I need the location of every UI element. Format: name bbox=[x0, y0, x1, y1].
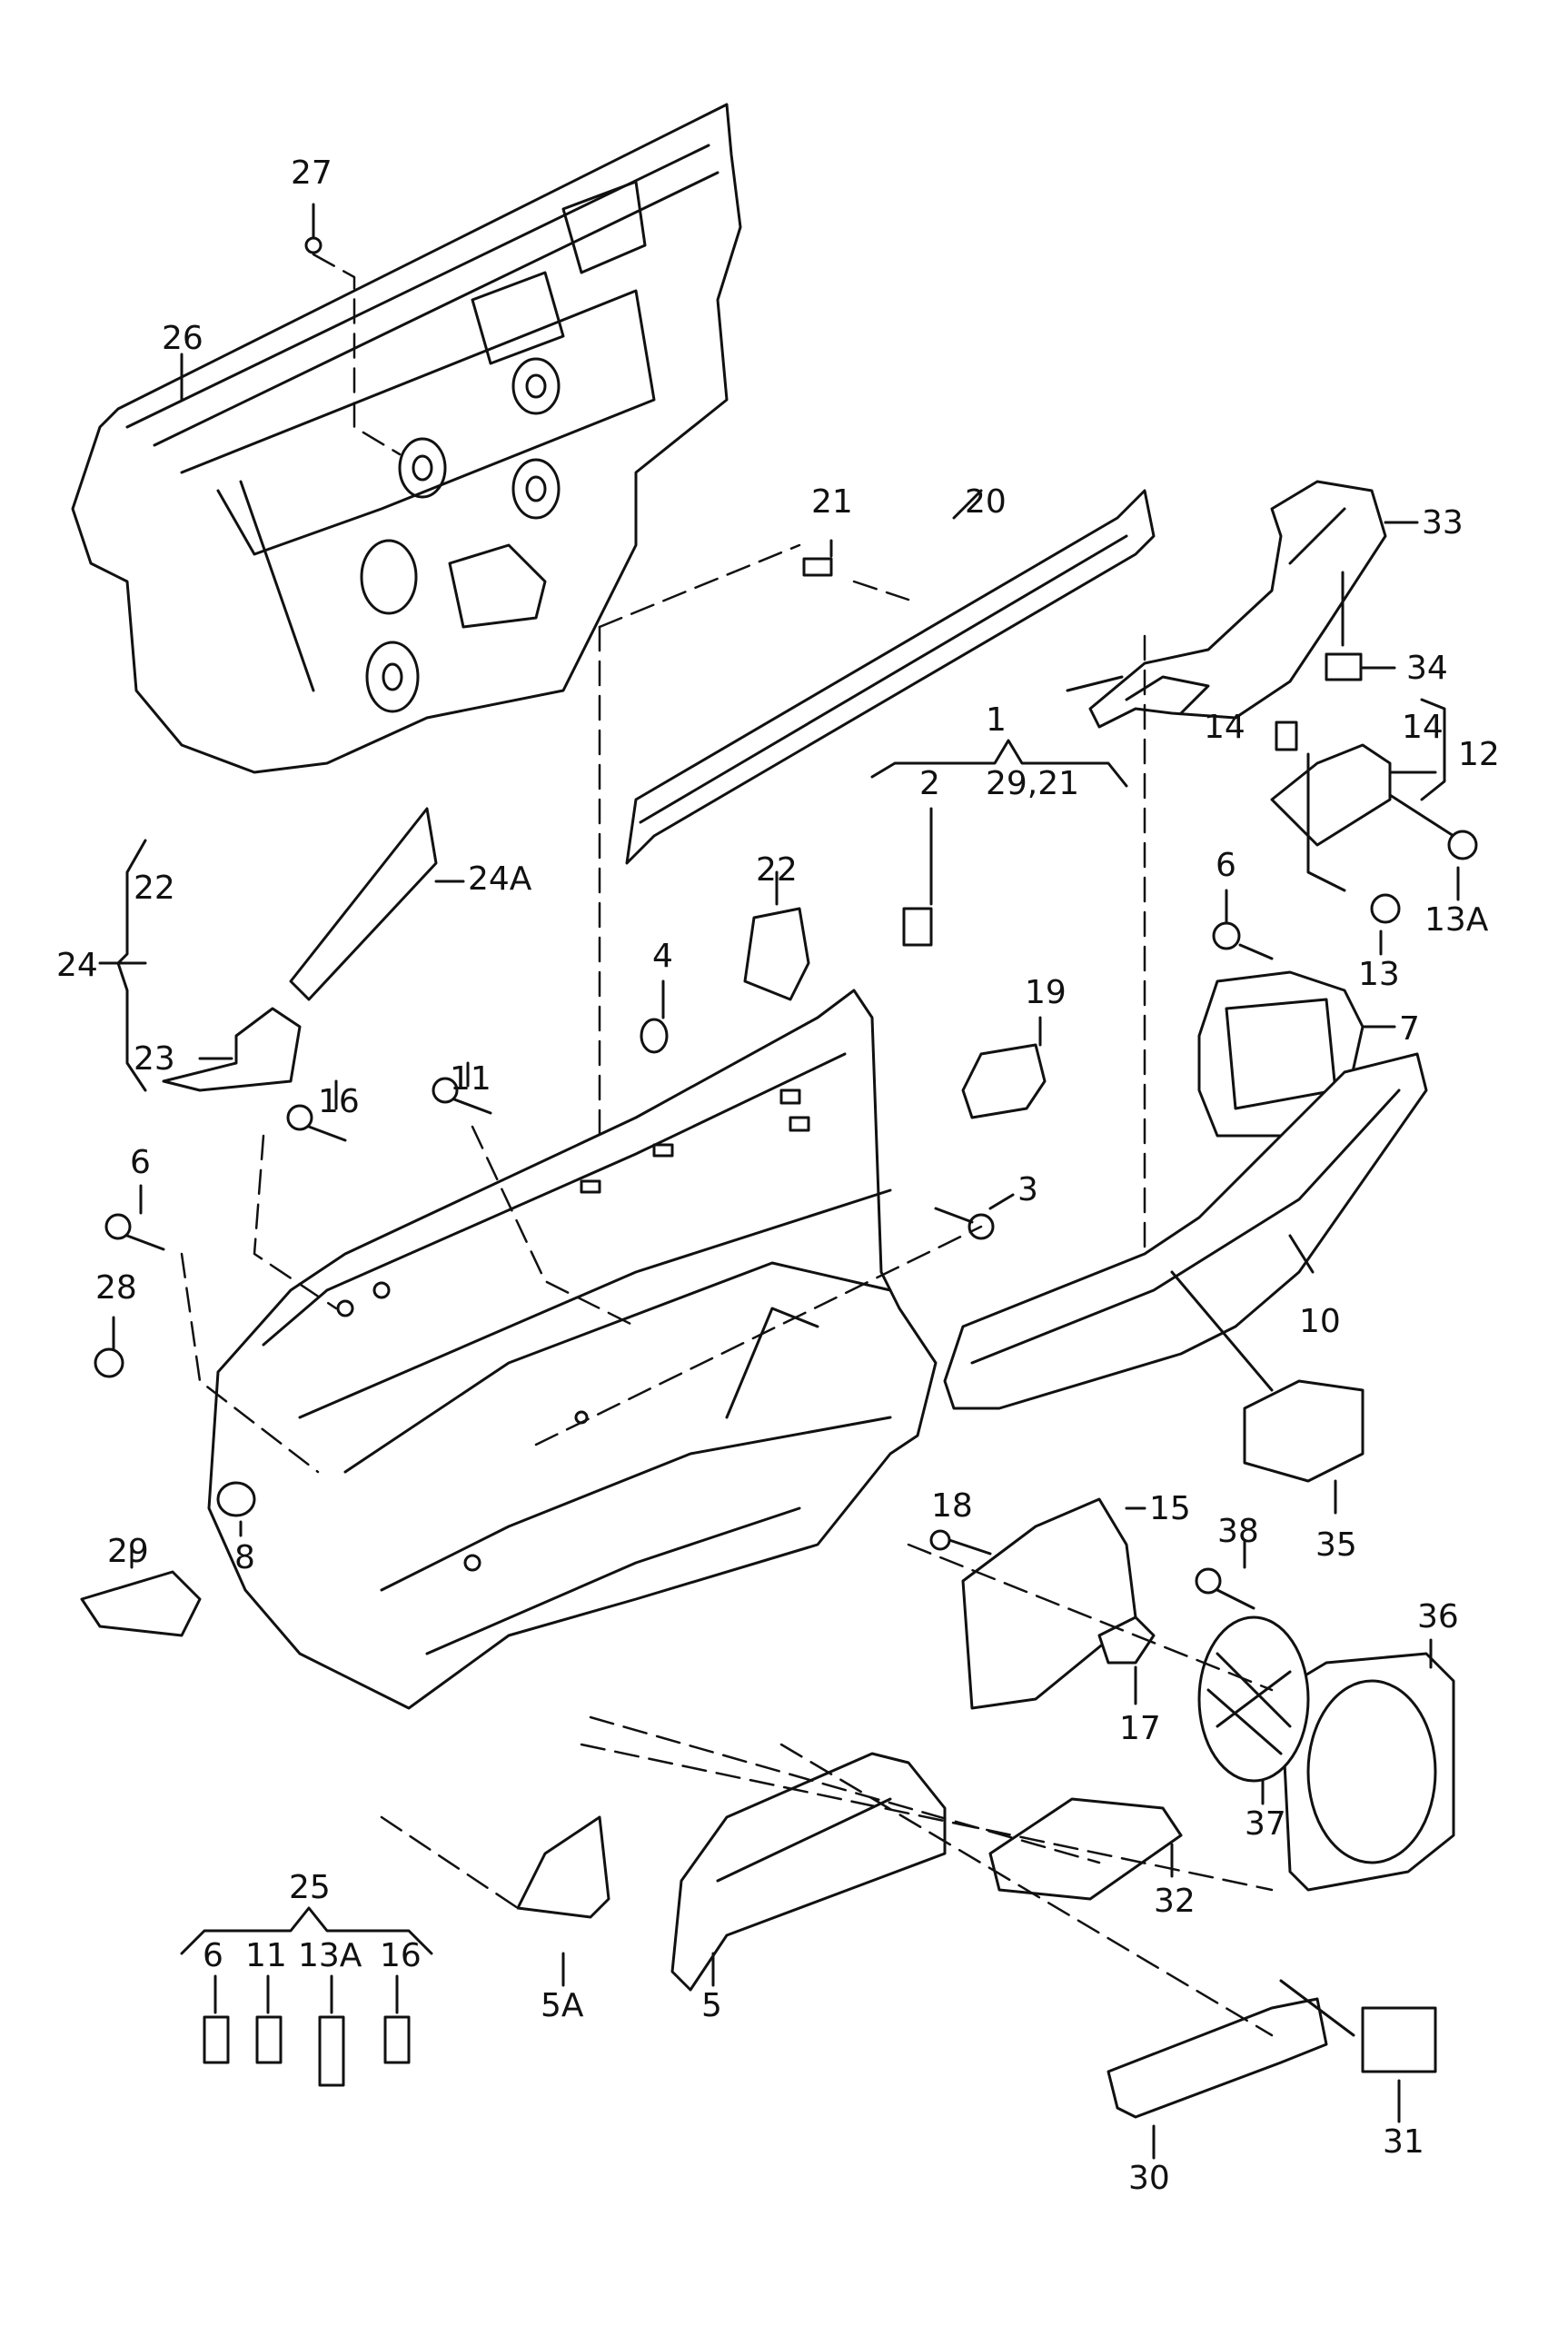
armrest-part-10 bbox=[943, 1052, 1428, 1410]
callout-32: 32 bbox=[1154, 1883, 1196, 1920]
insulation-panel-part-26 bbox=[71, 103, 742, 774]
callout-38: 38 bbox=[1217, 1513, 1259, 1550]
callout-5: 5 bbox=[701, 1987, 722, 2024]
callout-6-right: 6 bbox=[1216, 847, 1236, 884]
callout-33: 33 bbox=[1422, 504, 1464, 542]
callout-35: 35 bbox=[1315, 1526, 1357, 1564]
callout-15: 15 bbox=[1149, 1490, 1191, 1527]
callout-14: 14 bbox=[1204, 709, 1245, 746]
callout-6-left: 6 bbox=[130, 1144, 151, 1181]
callout-37: 37 bbox=[1245, 1805, 1286, 1843]
callout-25-6: 6 bbox=[203, 1937, 223, 1974]
callout-23: 23 bbox=[134, 1040, 175, 1078]
callout-11: 11 bbox=[450, 1060, 491, 1098]
callout-22-group: 22 bbox=[134, 870, 175, 907]
callout-36: 36 bbox=[1417, 1598, 1459, 1635]
callout-16: 16 bbox=[318, 1083, 360, 1120]
callout-20: 20 bbox=[965, 483, 1007, 521]
callout-34: 34 bbox=[1406, 650, 1448, 687]
callout-13: 13 bbox=[1358, 956, 1400, 993]
callout-25-13A: 13A bbox=[298, 1937, 362, 1974]
callout-8: 8 bbox=[234, 1539, 255, 1576]
callout-26: 26 bbox=[162, 320, 203, 357]
callout-28: 28 bbox=[95, 1269, 137, 1307]
callout-25-11: 11 bbox=[245, 1937, 287, 1974]
callout-13A: 13A bbox=[1424, 901, 1489, 939]
callout-1: 1 bbox=[986, 701, 1007, 739]
callout-12: 12 bbox=[1458, 736, 1500, 773]
callout-24: 24 bbox=[56, 947, 98, 984]
callout-3: 3 bbox=[1017, 1171, 1038, 1208]
callout-14-kit: 14 bbox=[1402, 709, 1444, 746]
callout-30: 30 bbox=[1128, 2160, 1170, 2197]
callout-25-16: 16 bbox=[380, 1937, 422, 1974]
callout-2: 2 bbox=[919, 765, 940, 802]
callout-22: 22 bbox=[756, 851, 798, 889]
callout-24A: 24A bbox=[468, 860, 532, 898]
callout-4: 4 bbox=[652, 938, 673, 975]
callout-29: 29 bbox=[107, 1533, 149, 1570]
callout-19: 19 bbox=[1025, 974, 1067, 1011]
callout-25: 25 bbox=[289, 1869, 331, 1906]
callout-18: 18 bbox=[931, 1487, 973, 1525]
callout-21: 21 bbox=[811, 483, 853, 521]
callout-31: 31 bbox=[1383, 2123, 1424, 2161]
callout-5A: 5A bbox=[541, 1987, 584, 2024]
grab-handle-part-33 bbox=[1066, 480, 1387, 729]
callout-7: 7 bbox=[1399, 1010, 1420, 1048]
callout-27: 27 bbox=[291, 154, 332, 192]
callout-29-21: 29,21 bbox=[986, 765, 1080, 802]
door-trim-panel bbox=[207, 989, 938, 1710]
callout-17: 17 bbox=[1119, 1710, 1161, 1747]
trim-strip-part-20 bbox=[625, 489, 1156, 865]
callout-10: 10 bbox=[1299, 1303, 1341, 1340]
